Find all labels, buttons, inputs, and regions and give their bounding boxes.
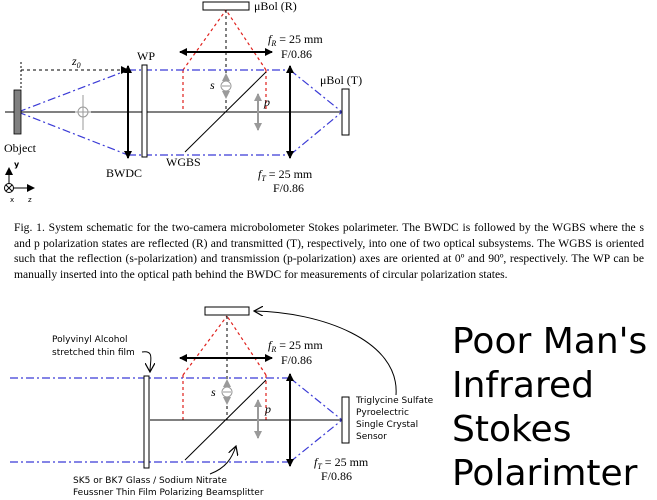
fig2-lens-f-r-fnum: F/0.86 <box>281 353 312 367</box>
wgbs-label: WGBS <box>166 155 201 169</box>
figure-1: μBol (R) fR = 25 mm F/0.86 Object <box>4 0 362 204</box>
fig2-lens-f-r-label: fR = 25 mm <box>268 338 323 354</box>
fig2-lens-f-t-label: fT = 25 mm <box>314 455 369 471</box>
tgs-sensor <box>341 396 350 444</box>
poster-title: Poor Man's Infrared Stokes Polarimter <box>452 320 657 496</box>
fig2-reflected-ray-red <box>182 315 267 420</box>
tgs-label-line-3: Single Crystal <box>356 420 418 430</box>
z0-label: z0 <box>71 54 81 70</box>
wgbs-element <box>184 71 267 153</box>
lens-f-t-label: fT = 25 mm <box>258 167 313 183</box>
fig2-s-label: s <box>211 385 216 399</box>
top-detector <box>204 306 250 316</box>
bwdc-label: BWDC <box>106 166 142 180</box>
object-label: Object <box>4 141 37 155</box>
pva-label-line-2: stretched thin film <box>52 348 135 358</box>
axis-y-label: y <box>14 160 20 169</box>
glass-label-line-1: SK5 or BK7 Glass / Sodium Nitrate <box>73 476 227 486</box>
reflected-ray-red <box>182 9 267 112</box>
mubol-r-label: μBol (R) <box>254 0 297 13</box>
fig2-transmitted-ray-blue <box>10 377 343 463</box>
title-line-4: Polarimter <box>452 453 638 494</box>
figure-1-caption: Fig. 1. System schematic for the two-cam… <box>14 221 644 281</box>
mubol-t-label: μBol (T) <box>320 73 362 87</box>
fig2-lens-f-t-fnum: F/0.86 <box>321 469 352 483</box>
input-polarization-icon <box>77 106 89 118</box>
tgs-label-line-4: Sensor <box>356 432 387 442</box>
axis-x-label: x <box>10 196 14 204</box>
s-label: s <box>210 78 215 92</box>
mubol-r-detector <box>202 1 250 11</box>
lens-f-r-label: fR = 25 mm <box>268 32 323 48</box>
fig2-p-label: p <box>264 402 271 416</box>
tgs-label-line-2: Pyroelectric <box>356 408 409 418</box>
polarizer-film <box>143 375 150 469</box>
coordinate-axes: y x z <box>4 160 35 204</box>
pva-pointer <box>141 351 151 372</box>
wp-element <box>141 64 148 158</box>
tgs-pointer <box>254 311 397 396</box>
object-block <box>13 89 22 135</box>
tgs-label-line-1: Triglycine Sulfate <box>355 396 434 406</box>
glass-label-line-2: Feussner Thin Film Polarizing Beamsplitt… <box>73 488 264 498</box>
lens-f-r-fnum: F/0.86 <box>281 47 312 61</box>
axis-z-label: z <box>28 196 32 204</box>
title-line-2: Infrared <box>452 365 594 406</box>
pva-label-line-1: Polyvinyl Alcohol <box>52 335 127 345</box>
p-label: p <box>263 95 270 109</box>
figure-2: fR = 25 mm F/0.86 s p fT = 25 mm F/0.86 <box>10 307 434 498</box>
glass-pointer <box>209 446 236 475</box>
title-line-3: Stokes <box>452 409 572 450</box>
lens-f-t-fnum: F/0.86 <box>273 181 304 195</box>
fig2-beamsplitter <box>184 379 267 461</box>
wp-label: WP <box>137 49 155 63</box>
transmitted-ray-blue <box>17 69 343 156</box>
mubol-t-detector <box>341 88 350 136</box>
title-line-1: Poor Man's <box>452 321 648 362</box>
